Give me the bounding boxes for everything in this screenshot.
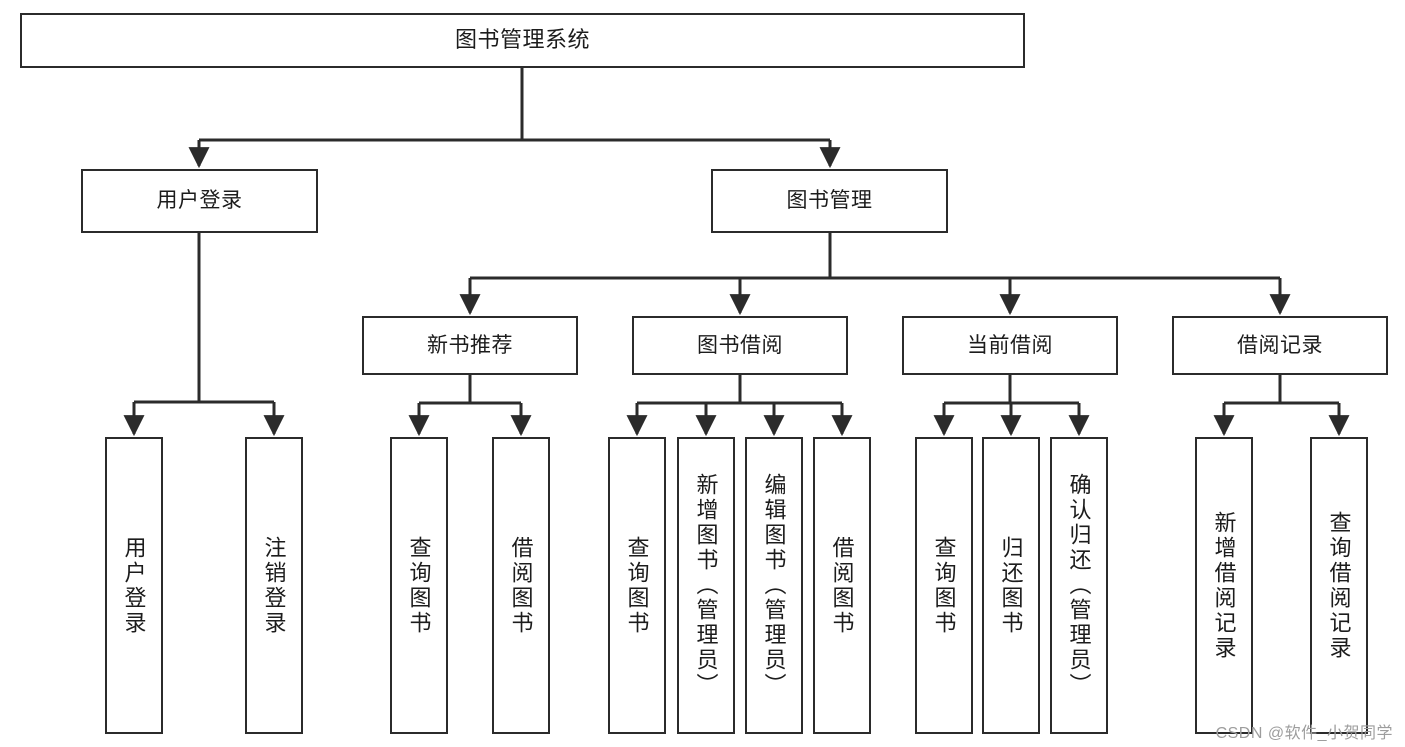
node-leaf-user-login[interactable]: 用户登录 xyxy=(105,437,163,734)
node-leaf-add-book[interactable]: 新增图书（管理员） xyxy=(677,437,735,734)
node-current-borrow[interactable]: 当前借阅 xyxy=(902,316,1118,375)
node-user-login[interactable]: 用户登录 xyxy=(81,169,318,233)
node-leaf-borrow-book-2[interactable]: 借阅图书 xyxy=(813,437,871,734)
node-leaf-add-book-label: 新增图书（管理员） xyxy=(693,473,719,698)
node-leaf-query-book-1[interactable]: 查询图书 xyxy=(390,437,448,734)
node-leaf-add-record-label: 新增借阅记录 xyxy=(1211,510,1237,661)
node-leaf-borrow-book-1-label: 借阅图书 xyxy=(508,535,534,636)
node-new-book-rec-label: 新书推荐 xyxy=(427,333,513,357)
node-leaf-query-record-label: 查询借阅记录 xyxy=(1326,510,1352,661)
node-leaf-query-book-2-label: 查询图书 xyxy=(624,535,650,636)
node-leaf-logout[interactable]: 注销登录 xyxy=(245,437,303,734)
node-book-borrow[interactable]: 图书借阅 xyxy=(632,316,848,375)
node-root-label: 图书管理系统 xyxy=(454,27,590,53)
node-borrow-record[interactable]: 借阅记录 xyxy=(1172,316,1388,375)
node-leaf-query-book-3-label: 查询图书 xyxy=(931,535,957,636)
node-leaf-query-book-2[interactable]: 查询图书 xyxy=(608,437,666,734)
node-leaf-confirm-return-label: 确认归还（管理员） xyxy=(1066,473,1092,698)
node-current-borrow-label: 当前借阅 xyxy=(967,333,1053,357)
node-borrow-record-label: 借阅记录 xyxy=(1237,333,1323,357)
node-book-borrow-label: 图书借阅 xyxy=(697,333,783,357)
node-leaf-query-record[interactable]: 查询借阅记录 xyxy=(1310,437,1368,734)
node-leaf-borrow-book-2-label: 借阅图书 xyxy=(829,535,855,636)
node-leaf-edit-book-label: 编辑图书（管理员） xyxy=(761,473,787,698)
node-leaf-logout-label: 注销登录 xyxy=(261,535,287,636)
node-book-manage-label: 图书管理 xyxy=(786,189,873,213)
node-leaf-confirm-return[interactable]: 确认归还（管理员） xyxy=(1050,437,1108,734)
node-new-book-rec[interactable]: 新书推荐 xyxy=(362,316,578,375)
node-user-login-label: 用户登录 xyxy=(156,189,243,213)
node-leaf-edit-book[interactable]: 编辑图书（管理员） xyxy=(745,437,803,734)
node-leaf-add-record[interactable]: 新增借阅记录 xyxy=(1195,437,1253,734)
node-root[interactable]: 图书管理系统 xyxy=(20,13,1025,68)
node-leaf-user-login-label: 用户登录 xyxy=(121,535,147,636)
node-leaf-query-book-1-label: 查询图书 xyxy=(406,535,432,636)
node-leaf-borrow-book-1[interactable]: 借阅图书 xyxy=(492,437,550,734)
watermark: CSDN @软件_小贺同学 xyxy=(1215,725,1393,742)
node-book-manage[interactable]: 图书管理 xyxy=(711,169,948,233)
node-leaf-query-book-3[interactable]: 查询图书 xyxy=(915,437,973,734)
node-leaf-return-book[interactable]: 归还图书 xyxy=(982,437,1040,734)
node-leaf-return-book-label: 归还图书 xyxy=(998,535,1024,636)
